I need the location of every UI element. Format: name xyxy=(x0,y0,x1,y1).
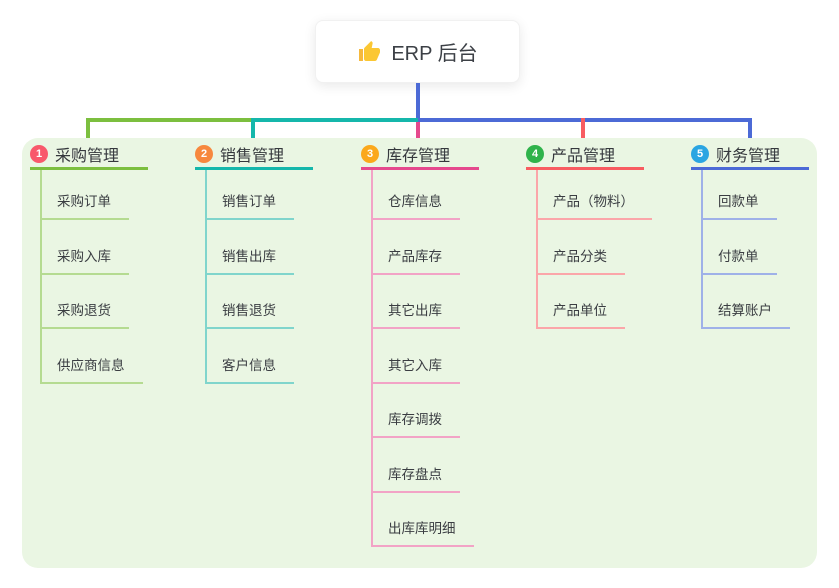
node-stock-taking[interactable]: 库存盘点 xyxy=(373,438,460,493)
badge-5-icon: 5 xyxy=(691,144,709,163)
root-label: ERP 后台 xyxy=(391,43,478,65)
branch-label-purchase[interactable]: 1 采购管理 xyxy=(30,144,148,170)
branch-sales: 2 销售管理 销售订单 销售出库 销售退货 客户信息 xyxy=(195,144,313,384)
node-receipt-bill[interactable]: 回款单 xyxy=(703,170,777,220)
node-warehouse-info[interactable]: 仓库信息 xyxy=(373,170,460,220)
connector-drop-finance xyxy=(748,118,752,143)
node-payment-bill[interactable]: 付款单 xyxy=(703,220,777,275)
node-other-inbound[interactable]: 其它入库 xyxy=(373,329,460,384)
connector-drop-inventory xyxy=(416,122,420,143)
branch-title: 库存管理 xyxy=(386,147,451,165)
branch-title: 产品管理 xyxy=(551,147,616,165)
connector-bus-right xyxy=(418,118,752,122)
badge-2-icon: 2 xyxy=(195,144,213,163)
node-product-unit[interactable]: 产品单位 xyxy=(538,275,625,329)
branch-title: 财务管理 xyxy=(716,147,781,165)
node-settlement-account[interactable]: 结算账户 xyxy=(703,275,790,329)
node-product-material[interactable]: 产品（物料） xyxy=(538,170,652,220)
branch-title: 采购管理 xyxy=(55,147,120,165)
node-purchase-return[interactable]: 采购退货 xyxy=(42,275,129,329)
connector-drop-purchase xyxy=(86,118,90,143)
connector-drop-sales xyxy=(251,118,255,143)
branch-finance: 5 财务管理 回款单 付款单 结算账户 xyxy=(691,144,809,329)
node-other-outbound[interactable]: 其它出库 xyxy=(373,275,460,329)
connector-drop-product xyxy=(581,118,585,143)
root-node[interactable]: ERP 后台 xyxy=(315,20,520,83)
thumbs-up-icon xyxy=(357,40,381,64)
branch-inventory: 3 库存管理 仓库信息 产品库存 其它出库 其它入库 库存调拨 库存盘点 出库库… xyxy=(361,144,479,547)
badge-4-icon: 4 xyxy=(526,144,544,163)
branch-children: 仓库信息 产品库存 其它出库 其它入库 库存调拨 库存盘点 出库库明细 xyxy=(371,170,474,547)
node-product-category[interactable]: 产品分类 xyxy=(538,220,625,275)
connector-bus-left xyxy=(86,118,254,122)
connector-root-drop xyxy=(416,83,420,120)
node-product-stock[interactable]: 产品库存 xyxy=(373,220,460,275)
badge-1-icon: 1 xyxy=(30,144,48,163)
branch-children: 回款单 付款单 结算账户 xyxy=(701,170,790,329)
node-sales-return[interactable]: 销售退货 xyxy=(207,275,294,329)
branch-children: 销售订单 销售出库 销售退货 客户信息 xyxy=(205,170,294,384)
node-purchase-order[interactable]: 采购订单 xyxy=(42,170,129,220)
branch-label-sales[interactable]: 2 销售管理 xyxy=(195,144,313,170)
branch-children: 产品（物料） 产品分类 产品单位 xyxy=(536,170,652,329)
connector-bus-midleft xyxy=(254,118,418,122)
branch-product: 4 产品管理 产品（物料） 产品分类 产品单位 xyxy=(526,144,652,329)
branch-title: 销售管理 xyxy=(220,147,285,165)
node-stock-transfer[interactable]: 库存调拨 xyxy=(373,384,460,438)
badge-3-icon: 3 xyxy=(361,144,379,163)
branch-label-product[interactable]: 4 产品管理 xyxy=(526,144,644,170)
node-sales-order[interactable]: 销售订单 xyxy=(207,170,294,220)
node-supplier-info[interactable]: 供应商信息 xyxy=(42,329,143,384)
node-inout-detail[interactable]: 出库库明细 xyxy=(373,493,474,547)
branch-label-finance[interactable]: 5 财务管理 xyxy=(691,144,809,170)
map-panel: 1 采购管理 采购订单 采购入库 采购退货 供应商信息 2 销售管理 销售订单 … xyxy=(22,138,817,568)
branch-children: 采购订单 采购入库 采购退货 供应商信息 xyxy=(40,170,143,384)
branch-label-inventory[interactable]: 3 库存管理 xyxy=(361,144,479,170)
node-purchase-inbound[interactable]: 采购入库 xyxy=(42,220,129,275)
node-sales-outbound[interactable]: 销售出库 xyxy=(207,220,294,275)
node-customer-info[interactable]: 客户信息 xyxy=(207,329,294,384)
branch-purchase: 1 采购管理 采购订单 采购入库 采购退货 供应商信息 xyxy=(30,144,148,384)
